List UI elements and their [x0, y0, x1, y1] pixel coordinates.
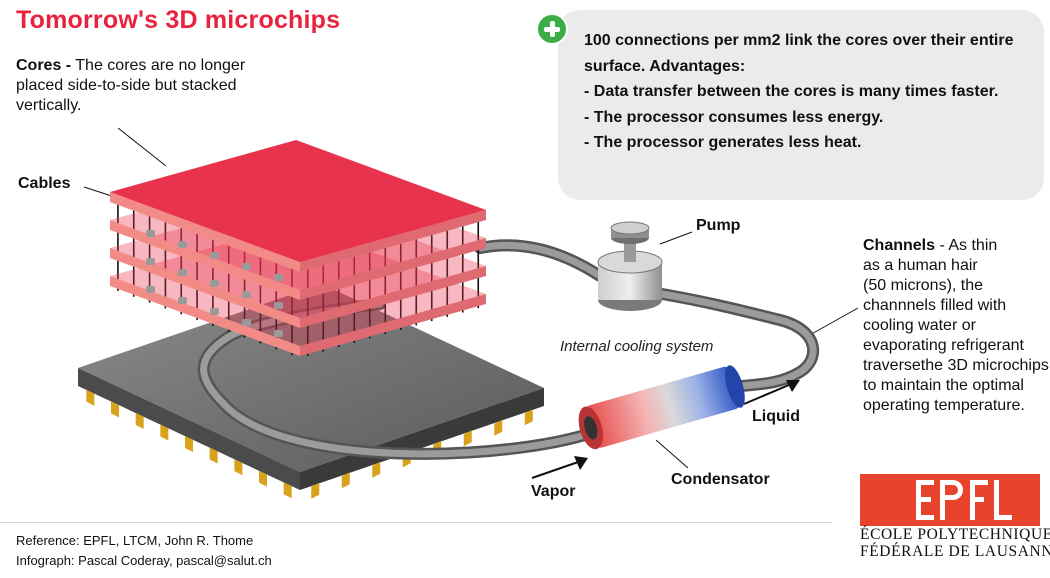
- core-layer-top: [110, 224, 486, 346]
- epfl-logo-mark: [860, 474, 1040, 526]
- core-connector: [210, 280, 219, 287]
- channels-line: evaporating refrigerant: [863, 337, 1024, 354]
- condensator: [578, 365, 745, 450]
- core-layer-top: [110, 140, 486, 262]
- advantages-box: [558, 10, 1044, 200]
- pump-label: Pump: [696, 217, 741, 234]
- cables-label: Cables: [18, 175, 71, 192]
- core-connector: [210, 308, 219, 315]
- condensator-label: Condensator: [671, 471, 770, 488]
- chip-package: [78, 284, 544, 490]
- advantages-item: - Data transfer between the cores is man…: [584, 83, 999, 100]
- channels-line: - As thin: [935, 237, 998, 254]
- footer-credits: Reference: EPFL, LTCM, John R. Thome Inf…: [16, 531, 272, 571]
- pump: [597, 221, 663, 311]
- channels-line: to maintain the optimal: [863, 377, 1024, 394]
- chip-pin: [86, 389, 95, 406]
- chip-pin: [135, 412, 144, 429]
- arrow-icon: [531, 456, 588, 479]
- pump-pointer: [659, 231, 693, 245]
- plus-icon: [536, 13, 568, 45]
- cores-body: The cores are no longer placed side-to-s…: [16, 57, 246, 114]
- advantages-item: 100 connections per mm2 link the cores o…: [584, 32, 1014, 75]
- core-layer-side: [110, 276, 300, 356]
- infograph-text: Infograph: Pascal Coderay, pascal@salut.…: [16, 553, 272, 568]
- epfl-logo-line2: FÉDÉRALE DE LAUSANNE: [860, 543, 1050, 560]
- channels-line: channnels filled with: [863, 297, 1007, 314]
- core-connector: [210, 252, 219, 259]
- chip-pin: [209, 447, 218, 464]
- core-layer-side: [110, 192, 300, 272]
- core-connector: [274, 330, 283, 337]
- condensator-pointer: [655, 439, 689, 469]
- core-layer-side: [300, 238, 486, 300]
- epfl-logo: ÉCOLE POLYTECHNIQUE FÉDÉRALE DE LAUSANNE: [860, 474, 1050, 560]
- cores-heading: Cores -: [16, 57, 72, 74]
- footer-divider: [0, 522, 832, 523]
- internal-cooling-label: Internal cooling system: [560, 338, 714, 355]
- advantages-list: 100 connections per mm2 link the cores o…: [584, 28, 1029, 156]
- chip-pin: [259, 470, 267, 487]
- vapor-label: Vapor: [531, 483, 576, 500]
- core-layer-side: [300, 294, 486, 356]
- channels-line: (50 microns), the: [863, 277, 984, 294]
- core-connector: [242, 263, 251, 270]
- core-stack: [110, 140, 486, 356]
- core-connector: [178, 297, 187, 304]
- chip-pin: [283, 482, 292, 499]
- chip-pins-left: [86, 389, 292, 499]
- channels-line: as a human hair: [863, 257, 978, 274]
- cores-description: Cores - The cores are no longer placed s…: [16, 56, 286, 116]
- chip-pin: [372, 461, 381, 478]
- advantages-item: - The processor consumes less energy.: [584, 108, 884, 126]
- chip-pin: [234, 459, 243, 476]
- advantages-item: - The processor generates less heat.: [584, 134, 862, 151]
- channels-pointer: [807, 307, 859, 337]
- chip-pin: [494, 419, 503, 436]
- arrow-icon: [743, 380, 800, 405]
- core-connector: [274, 302, 283, 309]
- cores-pointer: [117, 127, 167, 167]
- core-connector: [242, 291, 251, 298]
- chip-pin: [463, 430, 472, 447]
- reference-text: Reference: EPFL, LTCM, John R. Thome: [16, 533, 254, 548]
- core-connector: [274, 274, 283, 281]
- core-connector: [146, 286, 155, 293]
- channels-line: traversethe 3D microchips: [863, 357, 1049, 374]
- chip-pin: [185, 436, 193, 452]
- core-connector: [146, 230, 155, 237]
- channels-description: Channels - As thin as a human hair (50 m…: [863, 236, 1050, 416]
- chip-pin: [311, 482, 320, 499]
- core-layer-side: [110, 248, 300, 328]
- core-connector: [242, 319, 251, 326]
- core-layer-side: [300, 266, 486, 328]
- core-connector: [146, 258, 155, 265]
- core-connector: [178, 269, 187, 276]
- channels-heading: Channels: [863, 237, 936, 254]
- channels-line: cooling water or: [863, 317, 976, 334]
- core-connector: [178, 241, 187, 248]
- core-layer-side: [110, 220, 300, 300]
- chip-pin: [111, 401, 119, 418]
- channels-line: operating temperature.: [863, 397, 1025, 414]
- liquid-label: Liquid: [752, 408, 800, 425]
- chip-pin: [341, 472, 350, 489]
- chip-pin: [524, 409, 533, 426]
- core-layer-side: [300, 210, 486, 272]
- page-title: Tomorrow's 3D microchips: [16, 6, 341, 34]
- chip-pin: [160, 424, 169, 441]
- epfl-logo-line1: ÉCOLE POLYTECHNIQUE: [860, 526, 1050, 543]
